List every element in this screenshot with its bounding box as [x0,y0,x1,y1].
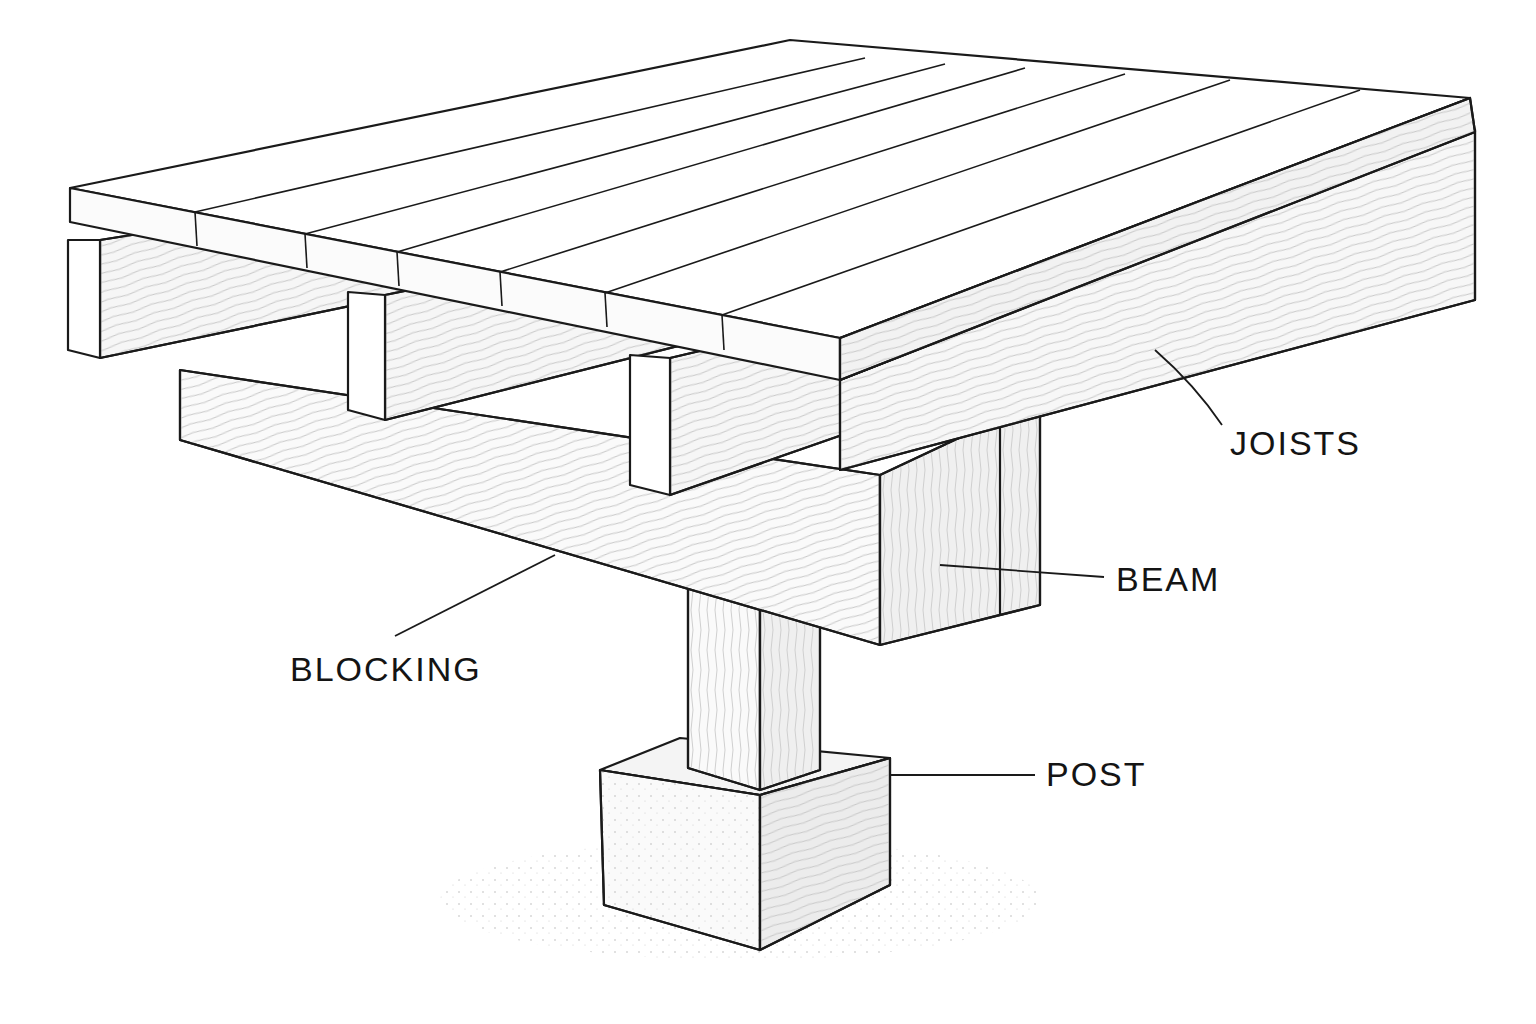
part-label: BLOCKING [286,650,486,688]
part-label: JOISTS [1226,424,1365,462]
leader-lines [395,350,1222,775]
framing-drawing [68,40,1475,960]
part-label: POST [1042,755,1151,793]
part-label: BEAM [1112,560,1224,598]
